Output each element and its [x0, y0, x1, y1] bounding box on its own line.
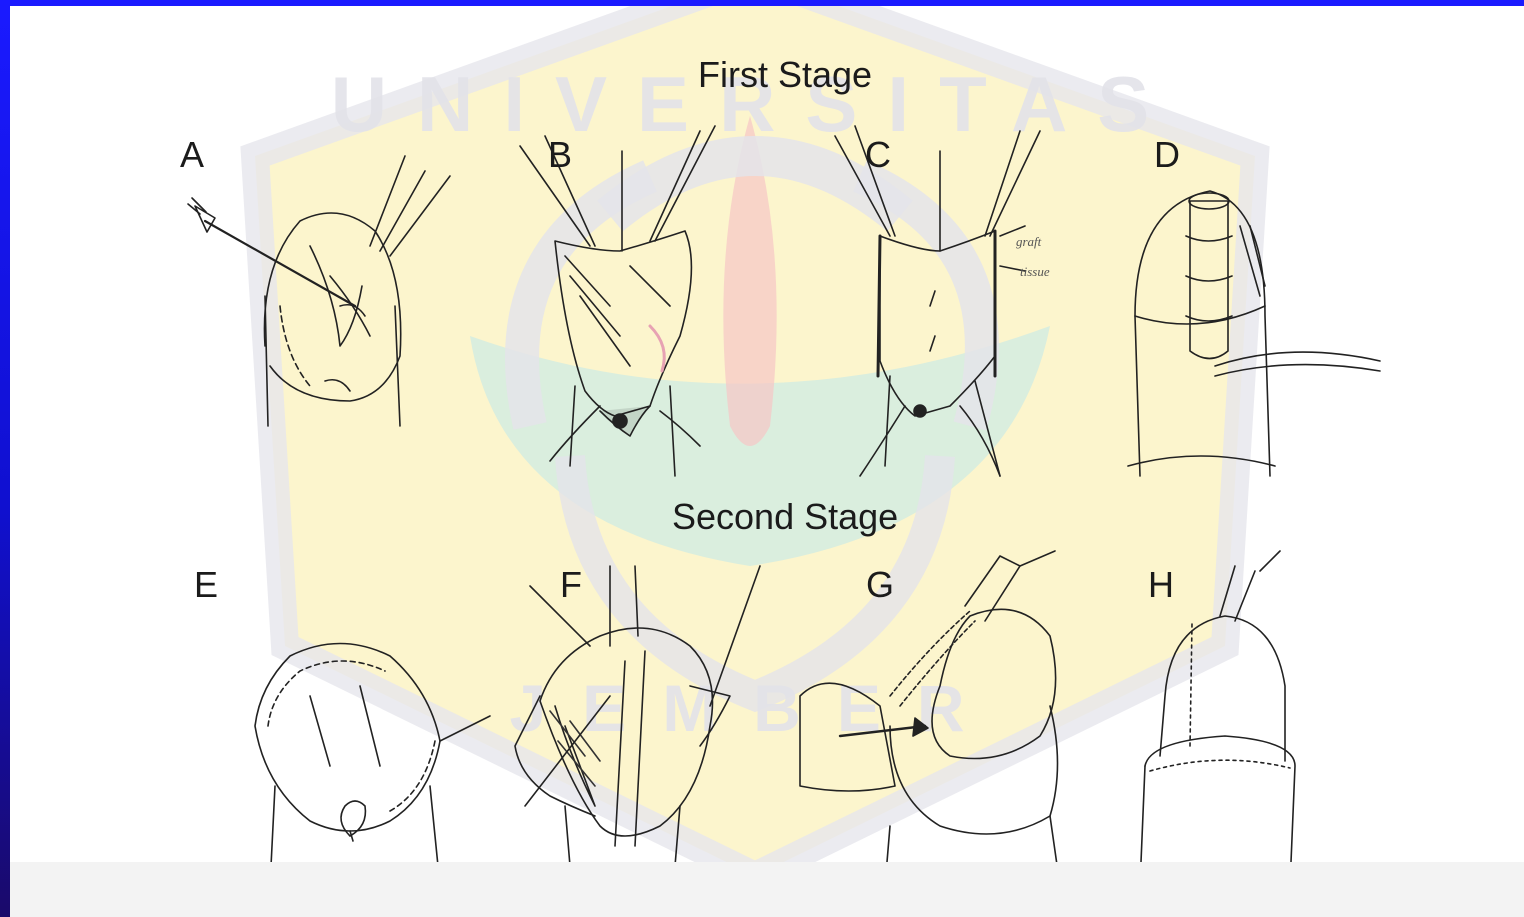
drawing-panel-d	[1128, 191, 1380, 476]
surgical-diagram: graft tissue	[10, 6, 1524, 917]
panel-label-b: B	[548, 134, 572, 176]
first-stage-title: First Stage	[698, 54, 872, 96]
drawing-panel-b	[520, 126, 715, 476]
slide-canvas: UNIVERSITAS JEMBER	[10, 6, 1524, 917]
sketch-note-c-top: graft	[1016, 234, 1042, 249]
drawing-panel-c	[835, 126, 1040, 476]
drawing-panel-e	[255, 644, 490, 887]
panel-label-g: G	[866, 564, 894, 606]
panel-label-d: D	[1154, 134, 1180, 176]
panel-label-f: F	[560, 564, 582, 606]
sketch-note-c-bottom: tissue	[1020, 264, 1050, 279]
drawing-panel-f	[515, 566, 760, 866]
panel-label-a: A	[180, 134, 204, 176]
slide-footer-band	[10, 862, 1524, 917]
second-stage-title: Second Stage	[672, 496, 898, 538]
panel-label-c: C	[865, 134, 891, 176]
panel-label-h: H	[1148, 564, 1174, 606]
panel-label-e: E	[194, 564, 218, 606]
drawing-panel-a	[188, 156, 450, 426]
drawing-panel-g	[800, 551, 1060, 886]
